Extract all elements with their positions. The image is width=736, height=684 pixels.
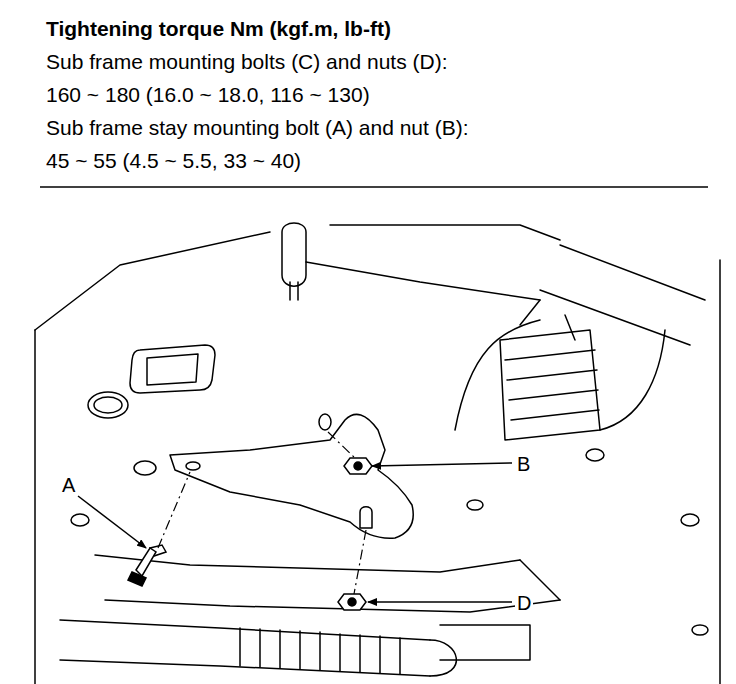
spec-text: Sub frame stay mounting bolt (A) and nut… xyxy=(46,115,469,141)
callout-letter: A xyxy=(60,474,77,496)
leader-lines xyxy=(78,463,512,602)
callout-letter: B xyxy=(515,453,532,475)
callout-letter: D xyxy=(515,592,533,614)
torque-value: 45 ~ 55 (4.5 ~ 5.5, 33 ~ 40) xyxy=(46,148,301,174)
torque-heading: Tightening torque Nm (kgf.m, lb-ft) xyxy=(46,16,391,42)
spec-text: Sub frame mounting bolts (C) and nuts (D… xyxy=(46,49,448,75)
rule xyxy=(40,186,708,188)
underbody-drawing xyxy=(35,223,720,684)
alignment-lines xyxy=(158,432,366,594)
fasteners xyxy=(128,458,372,610)
torque-value: 160 ~ 180 (16.0 ~ 18.0, 116 ~ 130) xyxy=(46,82,370,108)
